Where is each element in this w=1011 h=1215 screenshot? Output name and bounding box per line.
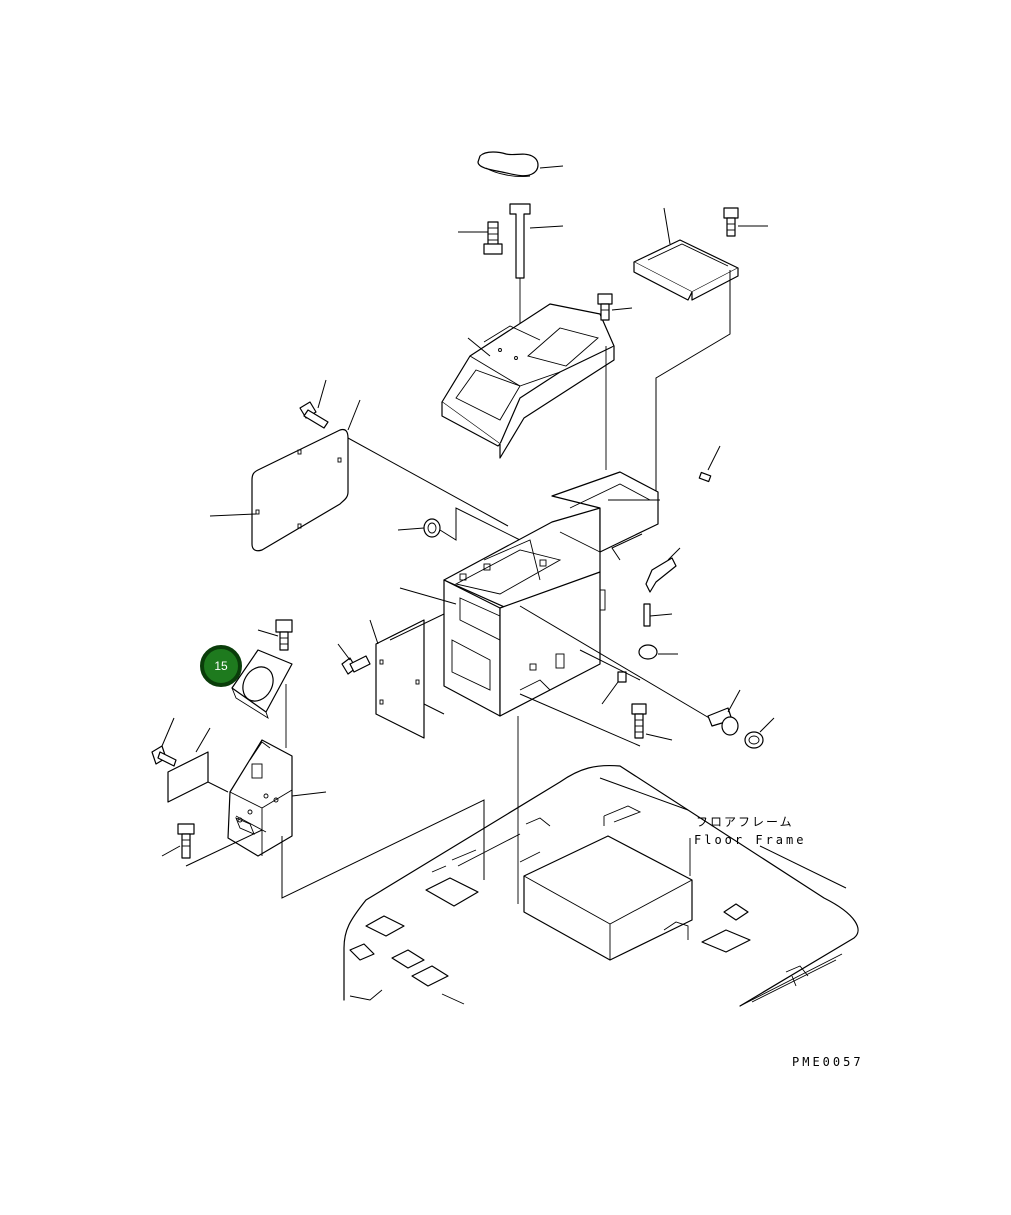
floor-frame — [343, 764, 859, 1007]
bolt-icon — [519, 649, 673, 747]
bolt-icon — [257, 619, 293, 748]
side-cover-panel — [209, 399, 509, 552]
cover-plate-small — [231, 649, 293, 720]
bolt-icon — [707, 689, 741, 736]
bolt-icon — [597, 293, 633, 321]
callout-number[interactable]: 15 — [214, 659, 228, 673]
console-box — [441, 303, 615, 470]
mount-bracket — [227, 739, 327, 857]
callout-circle[interactable] — [200, 645, 242, 687]
bolt-icon — [723, 207, 768, 237]
pin — [698, 445, 721, 483]
bolt-icon — [337, 643, 371, 675]
console-frame — [399, 471, 717, 723]
top-cover-plate — [633, 207, 739, 500]
bolt-icon — [458, 221, 503, 255]
bracket-clip — [645, 547, 681, 593]
floor-frame-label-jp: フロアフレーム — [696, 815, 794, 829]
bolt-icon — [151, 717, 177, 767]
callout-marker[interactable]: 15 — [200, 645, 242, 687]
collar — [601, 671, 627, 705]
drawing-code: PME0057 — [792, 1055, 864, 1069]
bolt-icon — [161, 823, 263, 867]
bolt-icon — [299, 379, 329, 429]
front-cover-panel — [369, 613, 445, 739]
plug — [638, 644, 678, 660]
armrest-pad — [477, 151, 564, 177]
shim-plate — [167, 727, 229, 803]
floor-frame-label-en: Floor Frame — [694, 833, 806, 847]
spacer-plate — [643, 603, 673, 627]
cap-nut — [744, 717, 775, 749]
grommet — [397, 507, 521, 541]
